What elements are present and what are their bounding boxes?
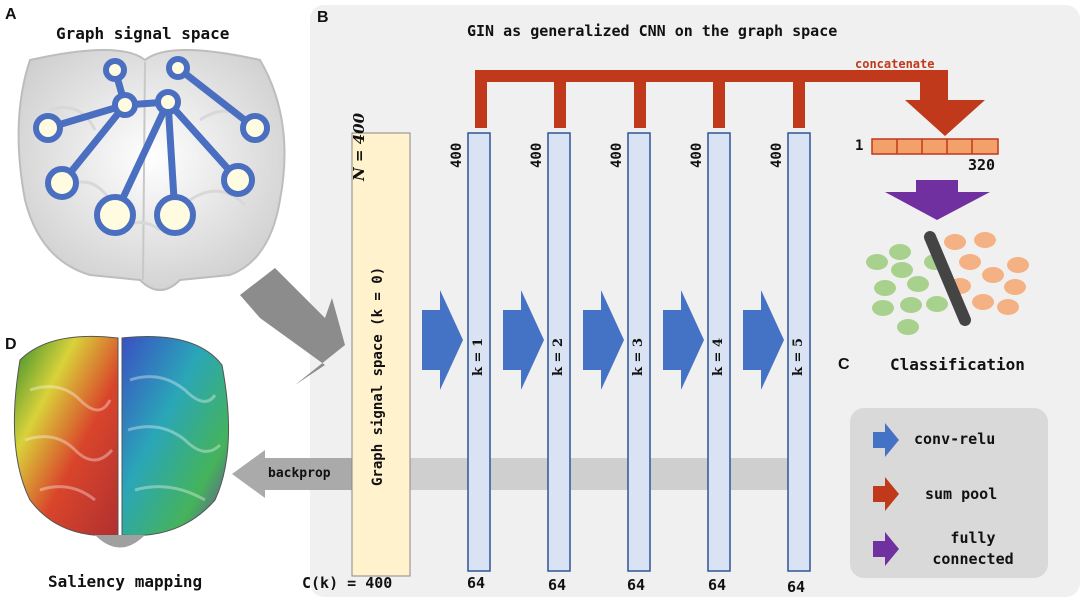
layer-3-bottom-label: 64 — [627, 576, 646, 594]
layer-1-bar — [467, 132, 491, 572]
layer-4-top-label: 400 — [689, 142, 705, 168]
pooled-vector — [871, 138, 999, 155]
layer-5-top-label: 400 — [769, 142, 785, 168]
layer-1-k-label: k = 1 — [471, 338, 486, 376]
panel-label-b: B — [317, 9, 329, 26]
input-arrow — [240, 268, 345, 385]
layer-3-top-label: 400 — [609, 142, 625, 168]
panel-a-title: Graph signal space — [56, 24, 230, 43]
concatenate-label: concatenate — [855, 57, 935, 71]
fully-connected-arrow — [885, 180, 990, 220]
classification-scatter — [866, 231, 1029, 335]
input-channels-label: C(k) = 400 — [302, 574, 393, 592]
layer-5-bottom-label: 64 — [787, 578, 806, 596]
input-layer-text: Graph signal space (k = 0) — [370, 266, 386, 486]
layer-2-bottom-label: 64 — [548, 576, 567, 594]
legend-conv-relu-arrow — [873, 423, 899, 457]
input-layer — [351, 132, 411, 577]
legend-fully-connected-arrow — [873, 532, 899, 566]
layer-2-bar — [547, 132, 571, 572]
legend-conv-relu-label: conv-relu — [914, 430, 996, 448]
legend-symbols — [873, 423, 899, 566]
gin-layers — [467, 132, 811, 572]
panel-d-title: Saliency mapping — [48, 572, 203, 591]
pooled-vector-start-label: 1 — [855, 138, 864, 154]
layer-1-top-label: 400 — [449, 142, 465, 168]
legend-sum-pool-label: sum pool — [925, 485, 998, 503]
layer-3-bar — [627, 132, 651, 572]
layer-2-k-label: k = 2 — [551, 338, 566, 376]
layer-4-bar — [707, 132, 731, 572]
layer-4-bottom-label: 64 — [708, 576, 727, 594]
panel-b-title: GIN as generalized CNN on the graph spac… — [467, 22, 838, 40]
saliency-brain-illustration — [13, 335, 230, 548]
layer-2-top-label: 400 — [529, 142, 545, 168]
legend-fully-connected-label: fully connected — [932, 529, 1014, 568]
pooled-vector-end-label: 320 — [968, 156, 996, 174]
panel-label-a: A — [5, 6, 17, 23]
layer-1-bottom-label: 64 — [467, 574, 486, 592]
layer-5-k-label: k = 5 — [791, 338, 806, 376]
legend-box — [850, 408, 1048, 578]
panel-label-c: C — [838, 356, 850, 373]
concatenate-bracket — [475, 70, 985, 136]
layer-3-k-label: k = 3 — [631, 338, 646, 376]
layer-4-k-label: k = 4 — [711, 338, 726, 376]
panel-label-d: D — [5, 336, 17, 353]
layer-5-bar — [787, 132, 811, 572]
backprop-label: backprop — [268, 466, 331, 481]
classification-label: Classification — [890, 355, 1025, 374]
legend-sum-pool-arrow — [873, 477, 899, 511]
graph-brain-illustration — [17, 49, 286, 291]
conv-arrows — [422, 290, 784, 390]
input-rows-label: N = 400 — [350, 112, 368, 181]
